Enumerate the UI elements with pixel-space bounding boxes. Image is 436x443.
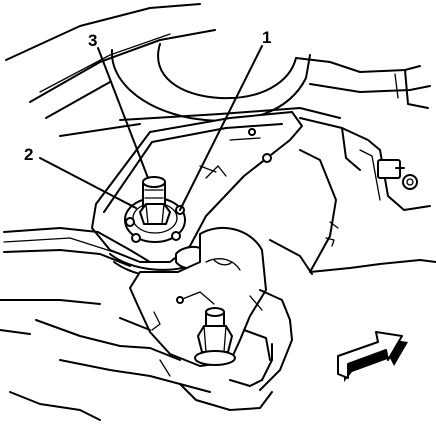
lower-stud-nut [194,307,236,366]
leader-3 [97,47,149,179]
leader-1 [179,45,263,211]
leader-2 [39,157,137,209]
steering-knuckle [129,226,293,391]
lower-arm [0,317,273,421]
callout-1: 1 [262,28,271,47]
ball-joint-assembly [124,176,186,243]
callout-leaders [39,45,263,211]
callout-3: 3 [88,31,97,50]
lower-rail [0,227,151,305]
callout-2: 2 [24,145,33,164]
front-direction-arrow-icon [337,331,408,382]
frame-bracket [269,117,436,275]
frame-rail [5,3,431,137]
